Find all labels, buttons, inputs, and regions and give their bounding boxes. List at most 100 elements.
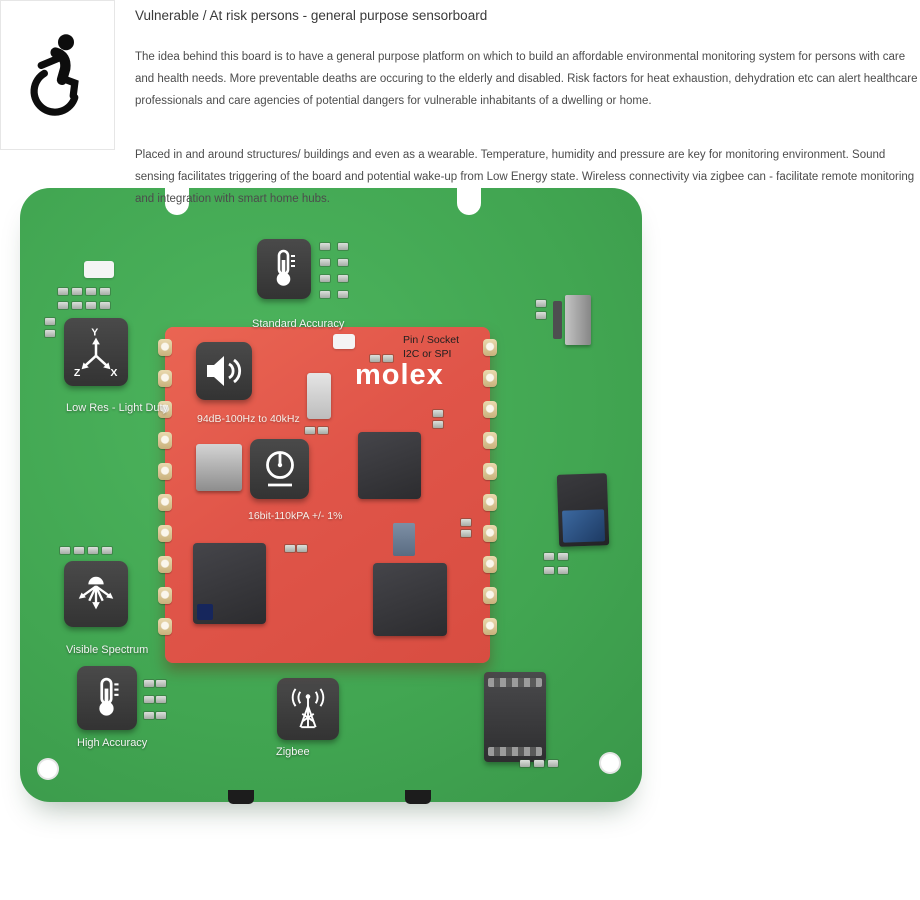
solder-pad [318, 427, 328, 434]
mems-microphone [196, 444, 242, 491]
castellated-pad [483, 494, 497, 511]
solder-pad [72, 302, 82, 309]
solder-pad [156, 712, 166, 719]
thermometer-icon [77, 666, 137, 730]
ic-chip [565, 295, 591, 345]
solder-pad [338, 243, 348, 250]
solder-pad [100, 302, 110, 309]
edge-connector-tab [228, 790, 254, 804]
castellated-pad [483, 525, 497, 542]
ic-chip [307, 373, 331, 419]
solder-pad [88, 547, 98, 554]
ic-chip [556, 473, 610, 547]
mounting-hole [37, 758, 59, 780]
chip-marking [197, 604, 213, 620]
ic-chip [193, 543, 266, 624]
description-paragraph-2: Placed in and around structures/ buildin… [135, 149, 915, 205]
component-outline [84, 261, 114, 278]
antenna-icon [277, 678, 339, 740]
axis-3d-icon: Y Z X [64, 318, 128, 386]
solder-pad [45, 330, 55, 337]
molex-module: Pin / Socket I2C or SPI molex 94dB-100Hz… [158, 327, 497, 663]
sensor-label: 94dB-100Hz to 40kHz [197, 413, 300, 425]
castellated-pad [483, 463, 497, 480]
accessibility-icon-box [0, 0, 115, 150]
castellated-pad [483, 587, 497, 604]
connector-pins [488, 747, 542, 756]
connector-pins [488, 678, 542, 687]
solder-pad [320, 291, 330, 298]
speaker-icon [196, 342, 252, 400]
svg-text:Z: Z [74, 367, 81, 377]
solder-pad [544, 553, 554, 560]
castellated-pad [158, 525, 172, 542]
solder-pad [558, 567, 568, 574]
solder-pad [86, 302, 96, 309]
molex-logo: molex [355, 359, 444, 391]
interface-note: Pin / Socket I2C or SPI [403, 333, 459, 361]
castellated-pad [483, 370, 497, 387]
castellated-pad [158, 494, 172, 511]
solder-pad [558, 553, 568, 560]
solder-pad [338, 275, 348, 282]
solder-pad [156, 680, 166, 687]
castellated-pad [158, 401, 172, 418]
solder-pad [338, 291, 348, 298]
solder-pad [100, 288, 110, 295]
castellated-pad [158, 556, 172, 573]
sensor-label: Zigbee [276, 746, 310, 758]
solder-pad [338, 259, 348, 266]
solder-pad [383, 355, 393, 362]
connector-block [484, 672, 546, 762]
castellated-pad [158, 587, 172, 604]
solder-pad [285, 545, 295, 552]
solder-pad [536, 300, 546, 307]
castellated-pad [158, 432, 172, 449]
sensor-label: Visible Spectrum [66, 644, 149, 656]
ic-chip [358, 432, 421, 499]
ic-chip [393, 523, 415, 556]
svg-text:X: X [110, 367, 117, 377]
thermometer-icon [257, 239, 311, 299]
castellated-pad [483, 618, 497, 635]
solder-pad [534, 760, 544, 767]
castellated-pad [158, 463, 172, 480]
description-paragraph-1: The idea behind this board is to have a … [135, 51, 918, 107]
board-notch [165, 187, 189, 215]
sensor-label: Standard Accuracy [252, 318, 345, 330]
solder-pad [58, 288, 68, 295]
solder-pad [320, 259, 330, 266]
solder-pad [433, 421, 443, 428]
castellated-pad [483, 556, 497, 573]
castellated-pad [483, 339, 497, 356]
solder-pad [144, 712, 154, 719]
wheelchair-icon [30, 34, 79, 116]
solder-pad [156, 696, 166, 703]
page-title: Vulnerable / At risk persons - general p… [135, 8, 488, 23]
solder-pad [297, 545, 307, 552]
solder-pad [461, 530, 471, 537]
gauge-icon [250, 439, 309, 499]
solder-pad [144, 696, 154, 703]
castellated-pad [483, 432, 497, 449]
solder-pad [60, 547, 70, 554]
light-rays-icon [64, 561, 128, 627]
solder-pad [536, 312, 546, 319]
solder-pad [461, 519, 471, 526]
solder-pad [45, 318, 55, 325]
solder-pad [74, 547, 84, 554]
sensor-label: Low Res - Light Duty [66, 402, 169, 414]
solder-pad [102, 547, 112, 554]
board-notch [457, 187, 481, 215]
solder-pad [544, 567, 554, 574]
sensor-label: 16bit-110kPA +/- 1% [248, 510, 343, 522]
solder-pad [86, 288, 96, 295]
solder-pad [433, 410, 443, 417]
solder-pad [548, 760, 558, 767]
edge-connector-tab [405, 790, 431, 804]
mounting-hole [599, 752, 621, 774]
castellated-pad [158, 339, 172, 356]
svg-text:Y: Y [91, 327, 98, 339]
interface-note-line2: I2C or SPI [403, 348, 452, 360]
